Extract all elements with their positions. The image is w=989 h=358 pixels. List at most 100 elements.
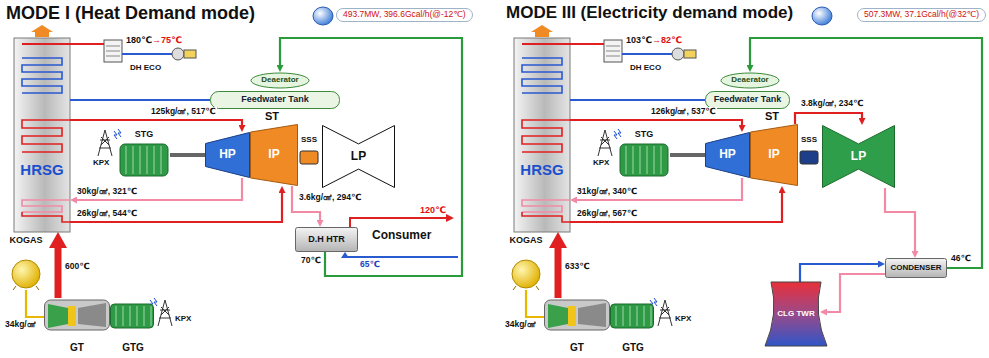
node-label: CONDENSER (890, 264, 941, 273)
exhaust-arrow (31, 25, 53, 37)
node-label: HP (719, 148, 736, 161)
hrsg-column: HRSG (14, 38, 70, 232)
text-label: ST (765, 110, 779, 123)
economizer-tubes (22, 58, 62, 93)
generator-stripe (651, 306, 652, 326)
shape-part (721, 73, 779, 88)
pipe-line (26, 290, 44, 317)
turbine-stage: HP (205, 132, 250, 178)
generator-stripe (654, 146, 655, 174)
shape-part (800, 151, 818, 164)
shape-part (706, 133, 750, 178)
shape-part (68, 306, 76, 326)
deaerator-vessel: Deaerator (250, 72, 310, 89)
heat-exchanger: D.H HTR (295, 227, 358, 252)
reheater-outlet (22, 212, 70, 222)
arrow-head (341, 252, 349, 258)
pump-motor (184, 50, 196, 58)
transmission-tower (158, 300, 172, 326)
reheater-tubes (22, 200, 70, 212)
pipe-line (570, 120, 742, 125)
pipe-line (670, 153, 705, 157)
turbine-stage: IP (250, 124, 298, 186)
generator-stripe (644, 306, 645, 326)
shape-outline (14, 38, 70, 232)
generator-stripe (640, 146, 641, 174)
node-label: KOGAS (9, 236, 42, 246)
exchanger-plates (106, 46, 120, 56)
shape-part (548, 304, 568, 328)
badge-orb (812, 7, 832, 25)
generator-stripe (144, 306, 145, 326)
text-label: 120℃ (420, 205, 446, 215)
generator: STG (118, 130, 170, 178)
generator-stripe (133, 146, 134, 174)
generator-stripe (123, 306, 124, 326)
generator-stripe (661, 146, 662, 174)
shape-part (751, 125, 798, 186)
dh-eco-hot-pipe (22, 43, 104, 45)
pipe-condition: 46℃ (950, 254, 972, 264)
shape-part (765, 282, 827, 346)
lp-turbine: LP (822, 125, 895, 188)
node-label: LP (351, 150, 366, 163)
gas-turbine: GT (544, 298, 610, 353)
pump (172, 48, 184, 60)
text-label: 65℃ (360, 260, 380, 270)
text-label: DH ECO (130, 63, 161, 72)
hrsg-column: HRSG (514, 38, 570, 232)
generator-stripe (147, 146, 148, 174)
hrsg-body (14, 38, 70, 232)
text-label: 103℃ (626, 35, 652, 45)
node-label: Feedwater Tank (714, 95, 781, 105)
pipe-condition: 70℃ (300, 256, 322, 266)
node-label: Deaerator (261, 76, 298, 85)
pipe-condition: 31kg/㎠, 340℃ (576, 187, 638, 197)
panel-illustration (514, 25, 696, 326)
pipe-condition: 26kg/㎠, 544℃ (76, 209, 138, 219)
generator-stripe (616, 306, 617, 326)
pipe-line (555, 248, 562, 298)
shape-part (78, 303, 106, 327)
shape-part (512, 260, 540, 288)
text-label: MODE III (Electricity demand mode) (506, 3, 793, 23)
generator-stripe (647, 146, 648, 174)
node-label: SSS (301, 136, 317, 145)
shape-part (545, 300, 610, 330)
shape-part (568, 306, 576, 326)
text-label: KPX (593, 158, 609, 167)
generator-stripe (140, 146, 141, 174)
generator: GTG (610, 298, 656, 353)
node-label: HP (219, 148, 236, 161)
pipe-condition: 125kg/㎠, 517℃ (150, 107, 217, 117)
text-label: 180℃ (126, 35, 152, 45)
generator-stripe (151, 306, 152, 326)
node-label: GTG (622, 342, 644, 353)
text-label: MODE I (Heat Demand mode) (6, 3, 255, 24)
generator-stripe (633, 146, 634, 174)
turbine-stage: HP (705, 132, 750, 178)
pipe-condition: 3.8kg/㎠, 234℃ (800, 99, 864, 109)
text-label: 507.3MW, 37.1Gcal/h(@32℃) (857, 8, 986, 22)
pipe-condition: 633℃ (564, 262, 590, 272)
node-label: Feedwater Tank (241, 95, 308, 105)
panel-illustration (14, 25, 196, 326)
pipe-line (750, 38, 982, 268)
shape-part (251, 73, 309, 88)
text-label: DH ECO (630, 63, 661, 72)
node-label: HRSG (20, 162, 63, 179)
clutch-coupling: SSS (798, 136, 820, 166)
pipe-condition: 34kg/㎠ (504, 320, 537, 330)
text-label: KPX (93, 158, 109, 167)
pipe-line (885, 188, 915, 251)
node-label: CLG TWR (777, 310, 814, 319)
generator-stripe (116, 306, 117, 326)
shape-part (300, 151, 318, 164)
pipe-condition: 126kg/㎠, 537℃ (650, 107, 717, 117)
gas-supply-sphere: KOGAS (504, 236, 548, 290)
text-label: 493.7MW, 396.6Gcal/h(@-12℃) (336, 8, 473, 22)
arrow-head (446, 214, 454, 222)
pipe-line (577, 178, 742, 200)
text-label: →75℃ (152, 35, 182, 45)
